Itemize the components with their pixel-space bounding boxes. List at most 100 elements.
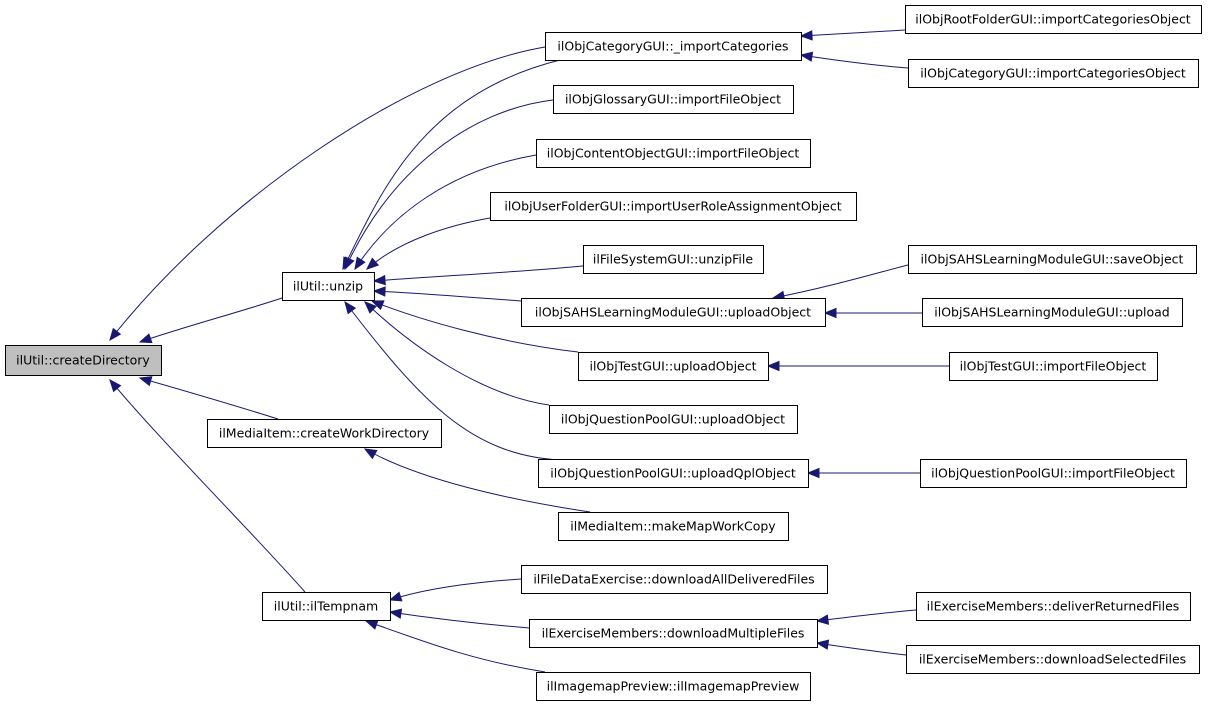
node-label: ilObjQuestionPoolGUI::uploadQplObject bbox=[550, 466, 796, 481]
node-box bbox=[906, 645, 1200, 674]
node-box bbox=[549, 405, 798, 434]
arrowhead-icon bbox=[388, 608, 403, 619]
node-imagemapPreview[interactable]: ilImagemapPreview::ilImagemapPreview bbox=[536, 672, 811, 701]
edge-line bbox=[139, 297, 283, 343]
node-testImport[interactable]: ilObjTestGUI::importFileObject bbox=[949, 352, 1158, 381]
node-box bbox=[922, 298, 1183, 327]
edge-line bbox=[816, 609, 917, 622]
arrowhead-icon bbox=[138, 333, 153, 344]
node-catImportObj[interactable]: ilObjCategoryGUI::importCategoriesObject bbox=[908, 59, 1199, 88]
edge-line bbox=[800, 29, 906, 37]
edge-line bbox=[364, 448, 591, 513]
node-layer: ilUtil::createDirectory ilUtil::unzipilMe… bbox=[5, 5, 1202, 701]
edge-line bbox=[816, 642, 907, 656]
node-box bbox=[545, 32, 802, 61]
node-box bbox=[908, 59, 1199, 88]
node-label: ilMediaItem::makeMapWorkCopy bbox=[570, 519, 776, 534]
edge-line bbox=[389, 611, 530, 629]
node-glossaryImport[interactable]: ilObjGlossaryGUI::importFileObject bbox=[553, 85, 794, 114]
edge-line bbox=[772, 264, 909, 299]
edge-imagemapPreview-to-ilTempnam bbox=[364, 619, 546, 673]
edge-sahsSave-to-sahsUpload bbox=[771, 264, 909, 301]
edge-downloadMultiple-to-ilTempnam bbox=[388, 608, 530, 629]
node-createDirectory[interactable]: ilUtil::createDirectory bbox=[5, 345, 162, 376]
node-box bbox=[908, 245, 1197, 274]
node-testUpload[interactable]: ilObjTestGUI::uploadObject bbox=[578, 352, 769, 381]
node-box bbox=[553, 85, 794, 114]
node-contentImport[interactable]: ilObjContentObjectGUI::importFileObject bbox=[536, 139, 811, 168]
node-unzip[interactable]: ilUtil::unzip bbox=[282, 272, 375, 301]
node-sahsUploadMeth[interactable]: ilObjSAHSLearningModuleGUI::upload bbox=[922, 298, 1183, 327]
edge-catImport-to-unzip bbox=[342, 59, 561, 271]
node-qpUpload[interactable]: ilObjQuestionPoolGUI::uploadObject bbox=[549, 405, 798, 434]
node-label: ilObjUserFolderGUI::importUserRoleAssign… bbox=[504, 199, 841, 214]
node-label: ilMediaItem::createWorkDirectory bbox=[219, 426, 430, 441]
node-downloadAll[interactable]: ilFileDataExercise::downloadAllDelivered… bbox=[521, 565, 828, 594]
node-sahsUpload[interactable]: ilObjSAHSLearningModuleGUI::uploadObject bbox=[521, 298, 826, 327]
node-ilTempnam[interactable]: ilUtil::ilTempnam bbox=[262, 592, 391, 621]
arrowhead-icon bbox=[363, 448, 378, 460]
edge-rootImportCat-to-catImport bbox=[799, 29, 906, 41]
edge-line bbox=[344, 99, 554, 270]
edge-line bbox=[366, 217, 491, 270]
arrowhead-icon bbox=[344, 256, 355, 271]
node-box bbox=[558, 512, 789, 541]
node-box bbox=[207, 419, 442, 448]
arrowhead-icon bbox=[799, 30, 813, 41]
edge-line bbox=[139, 377, 279, 420]
node-label: ilObjRootFolderGUI::importCategoriesObje… bbox=[915, 12, 1191, 27]
edge-qpImport-to-qpUploadQpl bbox=[806, 467, 920, 479]
arrowhead-icon bbox=[364, 619, 379, 630]
edge-sahsUploadMeth-to-sahsUpload bbox=[823, 307, 922, 319]
node-label: ilUtil::ilTempnam bbox=[274, 599, 378, 614]
edge-line bbox=[109, 46, 546, 341]
node-label: ilObjQuestionPoolGUI::importFileObject bbox=[931, 466, 1175, 481]
edge-sahsUpload-to-unzip bbox=[372, 286, 522, 302]
arrowhead-icon bbox=[354, 256, 366, 271]
arrowhead-icon bbox=[388, 591, 403, 602]
node-userFolderImport[interactable]: ilObjUserFolderGUI::importUserRoleAssign… bbox=[490, 192, 857, 221]
node-catImport[interactable]: ilObjCategoryGUI::_importCategories bbox=[545, 32, 802, 61]
node-box bbox=[905, 5, 1202, 34]
node-box bbox=[529, 619, 818, 648]
node-label: ilObjTestGUI::uploadObject bbox=[589, 359, 756, 374]
node-rootImportCat[interactable]: ilObjRootFolderGUI::importCategoriesObje… bbox=[905, 5, 1202, 34]
node-fsUnzip[interactable]: ilFileSystemGUI::unzipFile bbox=[583, 245, 764, 274]
node-downloadMultiple[interactable]: ilExerciseMembers::downloadMultipleFiles bbox=[529, 619, 818, 648]
node-label: ilExerciseMembers::downloadMultipleFiles bbox=[542, 626, 805, 641]
edge-catImportObj-to-catImport bbox=[799, 51, 909, 69]
edge-line bbox=[389, 578, 522, 601]
node-sahsSave[interactable]: ilObjSAHSLearningModuleGUI::saveObject bbox=[908, 245, 1197, 274]
edge-line bbox=[371, 300, 579, 353]
node-label: ilImagemapPreview::ilImagemapPreview bbox=[547, 679, 800, 694]
node-label: ilObjGlossaryGUI::importFileObject bbox=[565, 92, 781, 107]
node-label: ilObjSAHSLearningModuleGUI::upload bbox=[934, 305, 1169, 320]
node-label: ilFileSystemGUI::unzipFile bbox=[593, 252, 753, 267]
arrowhead-icon bbox=[815, 639, 830, 650]
arrowhead-icon bbox=[364, 301, 377, 314]
arrowhead-icon bbox=[370, 300, 385, 311]
edge-contentImport-to-unzip bbox=[354, 154, 537, 271]
node-box bbox=[538, 459, 809, 488]
node-mapWorkCopy[interactable]: ilMediaItem::makeMapWorkCopy bbox=[558, 512, 789, 541]
edge-line bbox=[365, 620, 546, 673]
node-qpUploadQpl[interactable]: ilObjQuestionPoolGUI::uploadQplObject bbox=[538, 459, 809, 488]
node-deliverReturned[interactable]: ilExerciseMembers::deliverReturnedFiles bbox=[916, 592, 1191, 621]
node-label: ilExerciseMembers::downloadSelectedFiles bbox=[919, 652, 1186, 667]
arrowhead-icon bbox=[366, 257, 380, 270]
arrowhead-icon bbox=[109, 378, 122, 393]
edge-testImport-to-testUpload bbox=[766, 360, 949, 372]
arrowhead-icon bbox=[372, 274, 386, 286]
node-createWorkDirectory[interactable]: ilMediaItem::createWorkDirectory bbox=[207, 419, 442, 448]
arrowhead-icon bbox=[815, 614, 830, 625]
edge-line bbox=[373, 265, 584, 282]
node-label: ilFileDataExercise::downloadAllDelivered… bbox=[533, 572, 814, 587]
node-box bbox=[521, 565, 828, 594]
node-label: ilObjSAHSLearningModuleGUI::saveObject bbox=[921, 252, 1184, 267]
node-downloadSelected[interactable]: ilExerciseMembers::downloadSelectedFiles bbox=[906, 645, 1200, 674]
node-qpImport[interactable]: ilObjQuestionPoolGUI::importFileObject bbox=[920, 459, 1187, 488]
edge-qpUploadQpl-to-unzip bbox=[344, 300, 561, 461]
node-box bbox=[578, 352, 769, 381]
node-box bbox=[536, 672, 811, 701]
node-label: ilObjTestGUI::importFileObject bbox=[960, 359, 1147, 374]
